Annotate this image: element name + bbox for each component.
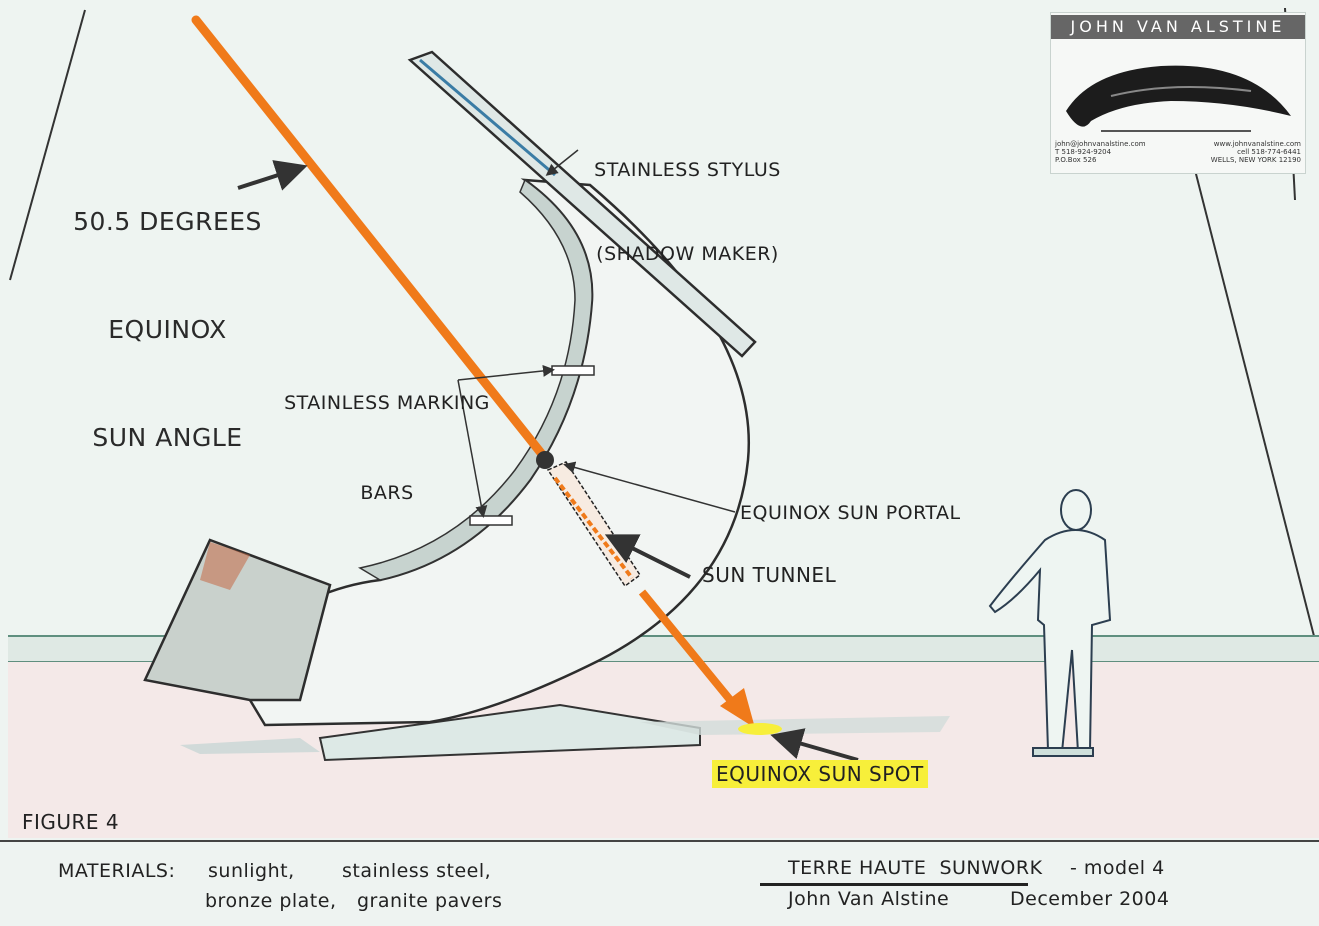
marking-bar-upper bbox=[552, 366, 594, 375]
logo-cell: cell 518-774-6441 bbox=[1211, 148, 1301, 156]
logo-website: www.johnvanalstine.com bbox=[1211, 140, 1301, 148]
logo-contact-right: www.johnvanalstine.com cell 518-774-6441… bbox=[1211, 140, 1301, 164]
stylus-label: STAINLESS STYLUS (SHADOW MAKER) bbox=[580, 100, 795, 296]
material-steel: stainless steel, bbox=[342, 860, 491, 882]
logo-contact-left: john@johnvanalstine.com T 518-924-9204 P… bbox=[1055, 140, 1146, 164]
logo-sculpture-image bbox=[1051, 41, 1305, 136]
logo-po-box: P.O.Box 526 bbox=[1055, 156, 1146, 164]
artist-logo-card: JOHN VAN ALSTINE john@johnvanalstine.com… bbox=[1050, 12, 1306, 174]
equinox-sun-spot bbox=[738, 723, 782, 735]
sun-tunnel-label: SUN TUNNEL bbox=[702, 563, 836, 587]
logo-email: john@johnvanalstine.com bbox=[1055, 140, 1146, 148]
footer: MATERIALS: sunlight, stainless steel, br… bbox=[0, 840, 1319, 926]
sun-spot-label: EQUINOX SUN SPOT bbox=[712, 762, 928, 786]
sun-angle-label: 50.5 DEGREES EQUINOX SUN ANGLE bbox=[50, 132, 285, 492]
sun-portal-label: EQUINOX SUN PORTAL bbox=[740, 502, 961, 524]
sun-angle-line-1: 50.5 DEGREES bbox=[50, 204, 285, 240]
sun-angle-line-2: EQUINOX bbox=[50, 312, 285, 348]
materials-label: MATERIALS: bbox=[58, 860, 175, 882]
stylus-line-1: STAINLESS STYLUS bbox=[580, 156, 795, 184]
artist-name: John Van Alstine bbox=[788, 888, 949, 910]
marking-bars-line-2: BARS bbox=[272, 478, 502, 508]
sun-portal bbox=[536, 451, 554, 469]
logo-address: WELLS, NEW YORK 12190 bbox=[1211, 156, 1301, 164]
work-title: TERRE HAUTE SUNWORK bbox=[788, 857, 1043, 879]
title-underline bbox=[760, 883, 1028, 886]
marking-bars-line-1: STAINLESS MARKING bbox=[272, 388, 502, 418]
logo-phone: T 518-924-9204 bbox=[1055, 148, 1146, 156]
stylus-line-2: (SHADOW MAKER) bbox=[580, 240, 795, 268]
material-sunlight: sunlight, bbox=[208, 860, 295, 882]
work-model: - model 4 bbox=[1070, 857, 1165, 879]
logo-artist-name: JOHN VAN ALSTINE bbox=[1051, 15, 1305, 39]
sun-angle-line-3: SUN ANGLE bbox=[50, 420, 285, 456]
work-date: December 2004 bbox=[1010, 888, 1169, 910]
sun-spot-text: EQUINOX SUN SPOT bbox=[712, 760, 928, 788]
marking-bars-label: STAINLESS MARKING BARS bbox=[272, 328, 502, 538]
figure-number: FIGURE 4 bbox=[22, 810, 119, 834]
material-granite: granite pavers bbox=[357, 890, 502, 912]
material-bronze: bronze plate, bbox=[205, 890, 336, 912]
